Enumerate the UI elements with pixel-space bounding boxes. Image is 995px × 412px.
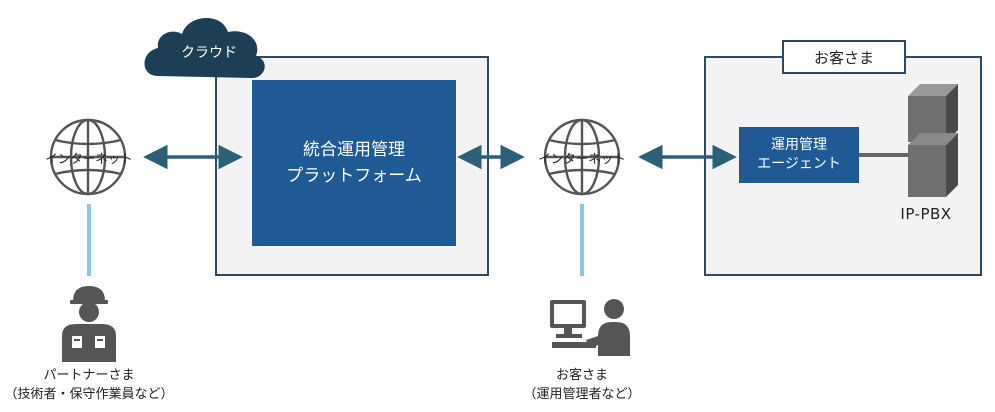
partner-label-line2: （技術者・保守作業員など） [4,387,174,402]
customer-user-label-line1: お客さま [555,368,608,383]
agent-label-line1: 運用管理 [771,137,827,153]
customer-user-label-line2: （運用管理者など） [523,387,641,402]
internet-right-label-wrap: インターネット [521,148,643,166]
worker-icon [62,286,116,362]
customer-site-tab: お客さま [782,40,906,74]
customer-site-label: お客さま [813,48,874,67]
internet-right-label: インターネット [538,150,626,166]
cloud-label-wrap: クラウド [150,38,268,66]
pbx-label-wrap: IP-PBX [876,203,976,225]
platform-label-line1: 統合運用管理 [303,140,405,160]
customer-user-label: お客さま （運用管理者など） [500,366,664,404]
internet-left-label: インターネット [45,150,133,166]
platform-box: 統合運用管理 プラットフォーム [252,80,456,246]
server-icon [908,84,958,197]
globe-icon [543,118,621,196]
internet-left-label-wrap: インターネット [28,148,150,166]
pbx-label: IP-PBX [900,205,952,223]
platform-label-line2: プラットフォーム [286,166,422,186]
partner-label-line1: パートナーさま [43,368,135,383]
agent-label-line2: エージェント [757,156,841,172]
agent-box: 運用管理 エージェント [739,127,859,183]
computer-user-icon [550,299,630,356]
partner-label: パートナーさま （技術者・保守作業員など） [0,366,178,404]
cloud-label: クラウド [181,45,237,61]
globe-icon [49,118,127,196]
cloud-icon [144,17,265,78]
